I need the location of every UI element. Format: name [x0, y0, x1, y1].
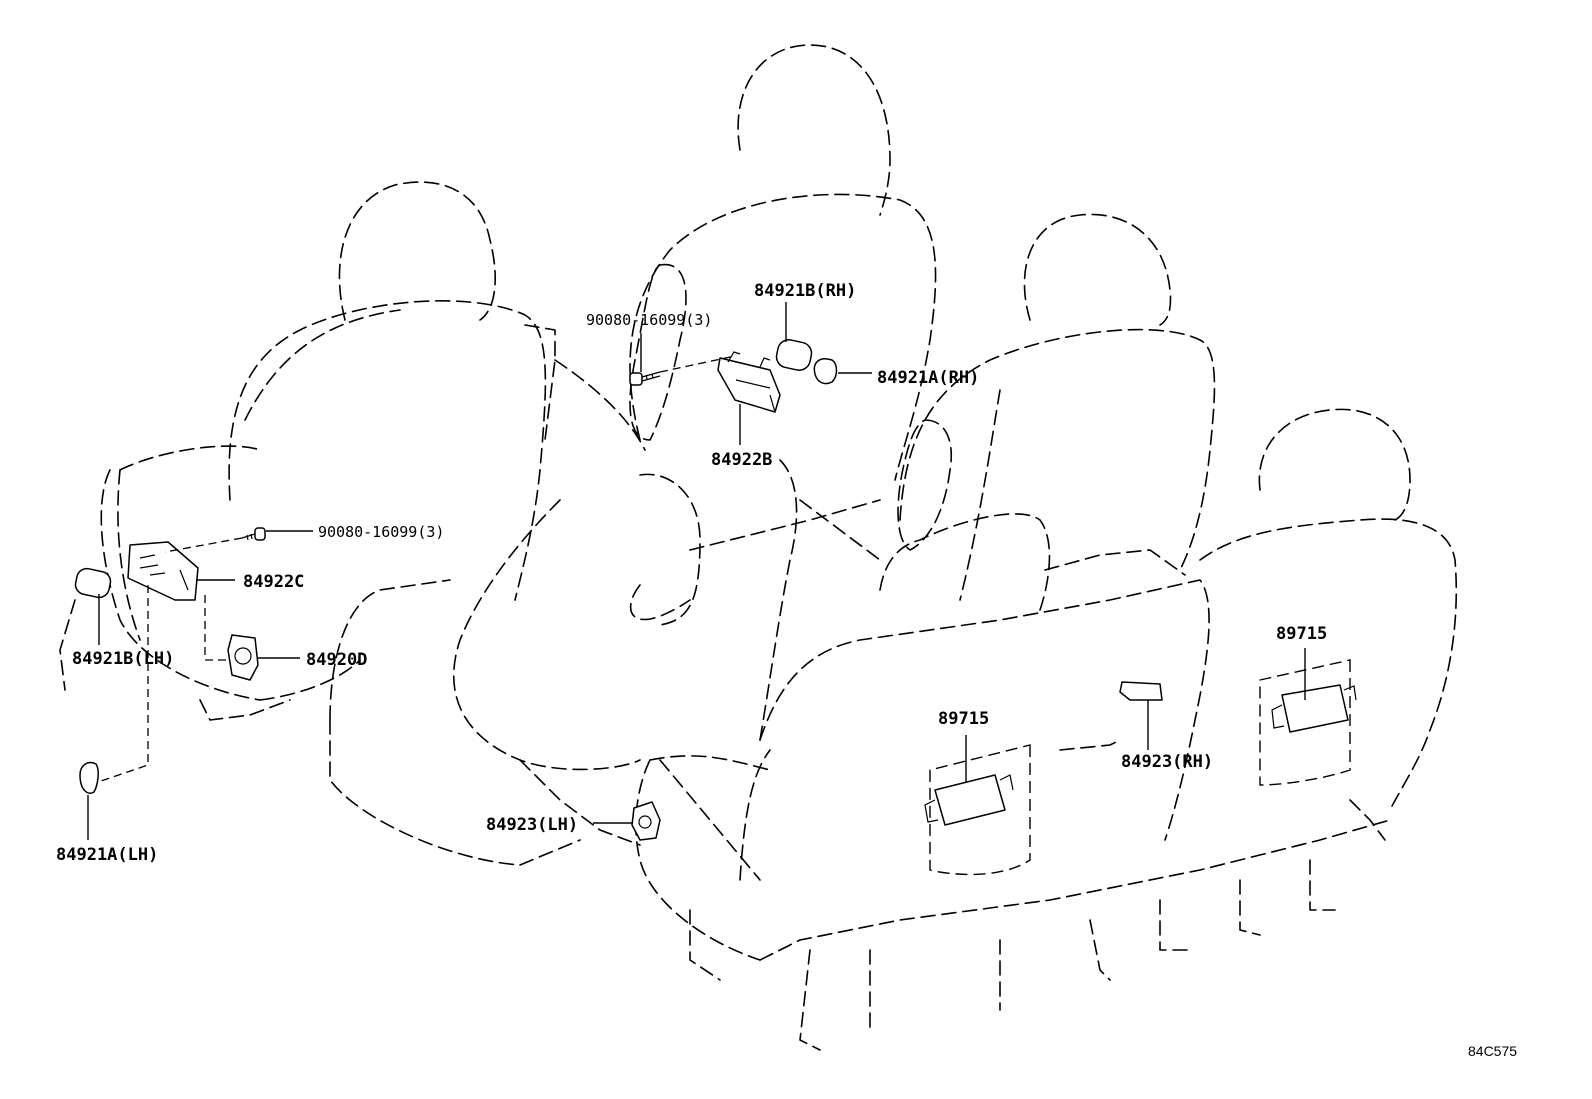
figure-code: 84C575 — [1468, 1043, 1517, 1059]
label-84922B: 84922B — [711, 450, 772, 470]
label-84923-LH: 84923(LH) — [486, 815, 578, 835]
label-84921B-RH: 84921B(RH) — [754, 281, 856, 301]
label-90080-left: 90080-16099(3) — [318, 523, 444, 541]
part-89715-right[interactable] — [1271, 684, 1357, 733]
leader-lines — [87, 302, 1306, 840]
part-89715-center[interactable] — [924, 774, 1014, 826]
front-left-seat — [59, 181, 556, 721]
part-84921A-LH[interactable] — [79, 761, 99, 794]
label-84923-RH: 84923(RH) — [1121, 752, 1213, 772]
part-84922C[interactable] — [127, 541, 199, 601]
second-row-right-seat — [799, 213, 1216, 611]
screw-90080-left[interactable] — [241, 527, 266, 541]
label-89715-center: 89715 — [938, 709, 989, 729]
callout-labels: 84921B(RH) 90080-16099(3) 84921A(RH) 849… — [56, 281, 1517, 1059]
label-89715-right: 89715 — [1276, 624, 1327, 644]
part-84921A-RH[interactable] — [813, 358, 838, 385]
label-84922C: 84922C — [243, 572, 304, 592]
part-84921B-LH[interactable] — [74, 567, 113, 600]
part-84923-LH[interactable] — [631, 801, 661, 841]
screw-90080-top[interactable] — [629, 371, 661, 386]
label-84921B-LH: 84921B(LH) — [72, 649, 174, 669]
label-84921A-LH: 84921A(LH) — [56, 845, 158, 865]
part-84920D[interactable] — [227, 634, 259, 681]
label-90080-top: 90080-16099(3) — [586, 311, 712, 329]
part-84923-RH[interactable] — [1119, 681, 1163, 701]
part-84921B-RH[interactable] — [774, 338, 813, 372]
label-84920D: 84920D — [306, 650, 367, 670]
rear-bench-seat — [635, 408, 1458, 1051]
front-right-seat — [329, 44, 937, 866]
label-84921A-RH: 84921A(RH) — [877, 368, 979, 388]
part-84922B[interactable] — [717, 351, 781, 413]
